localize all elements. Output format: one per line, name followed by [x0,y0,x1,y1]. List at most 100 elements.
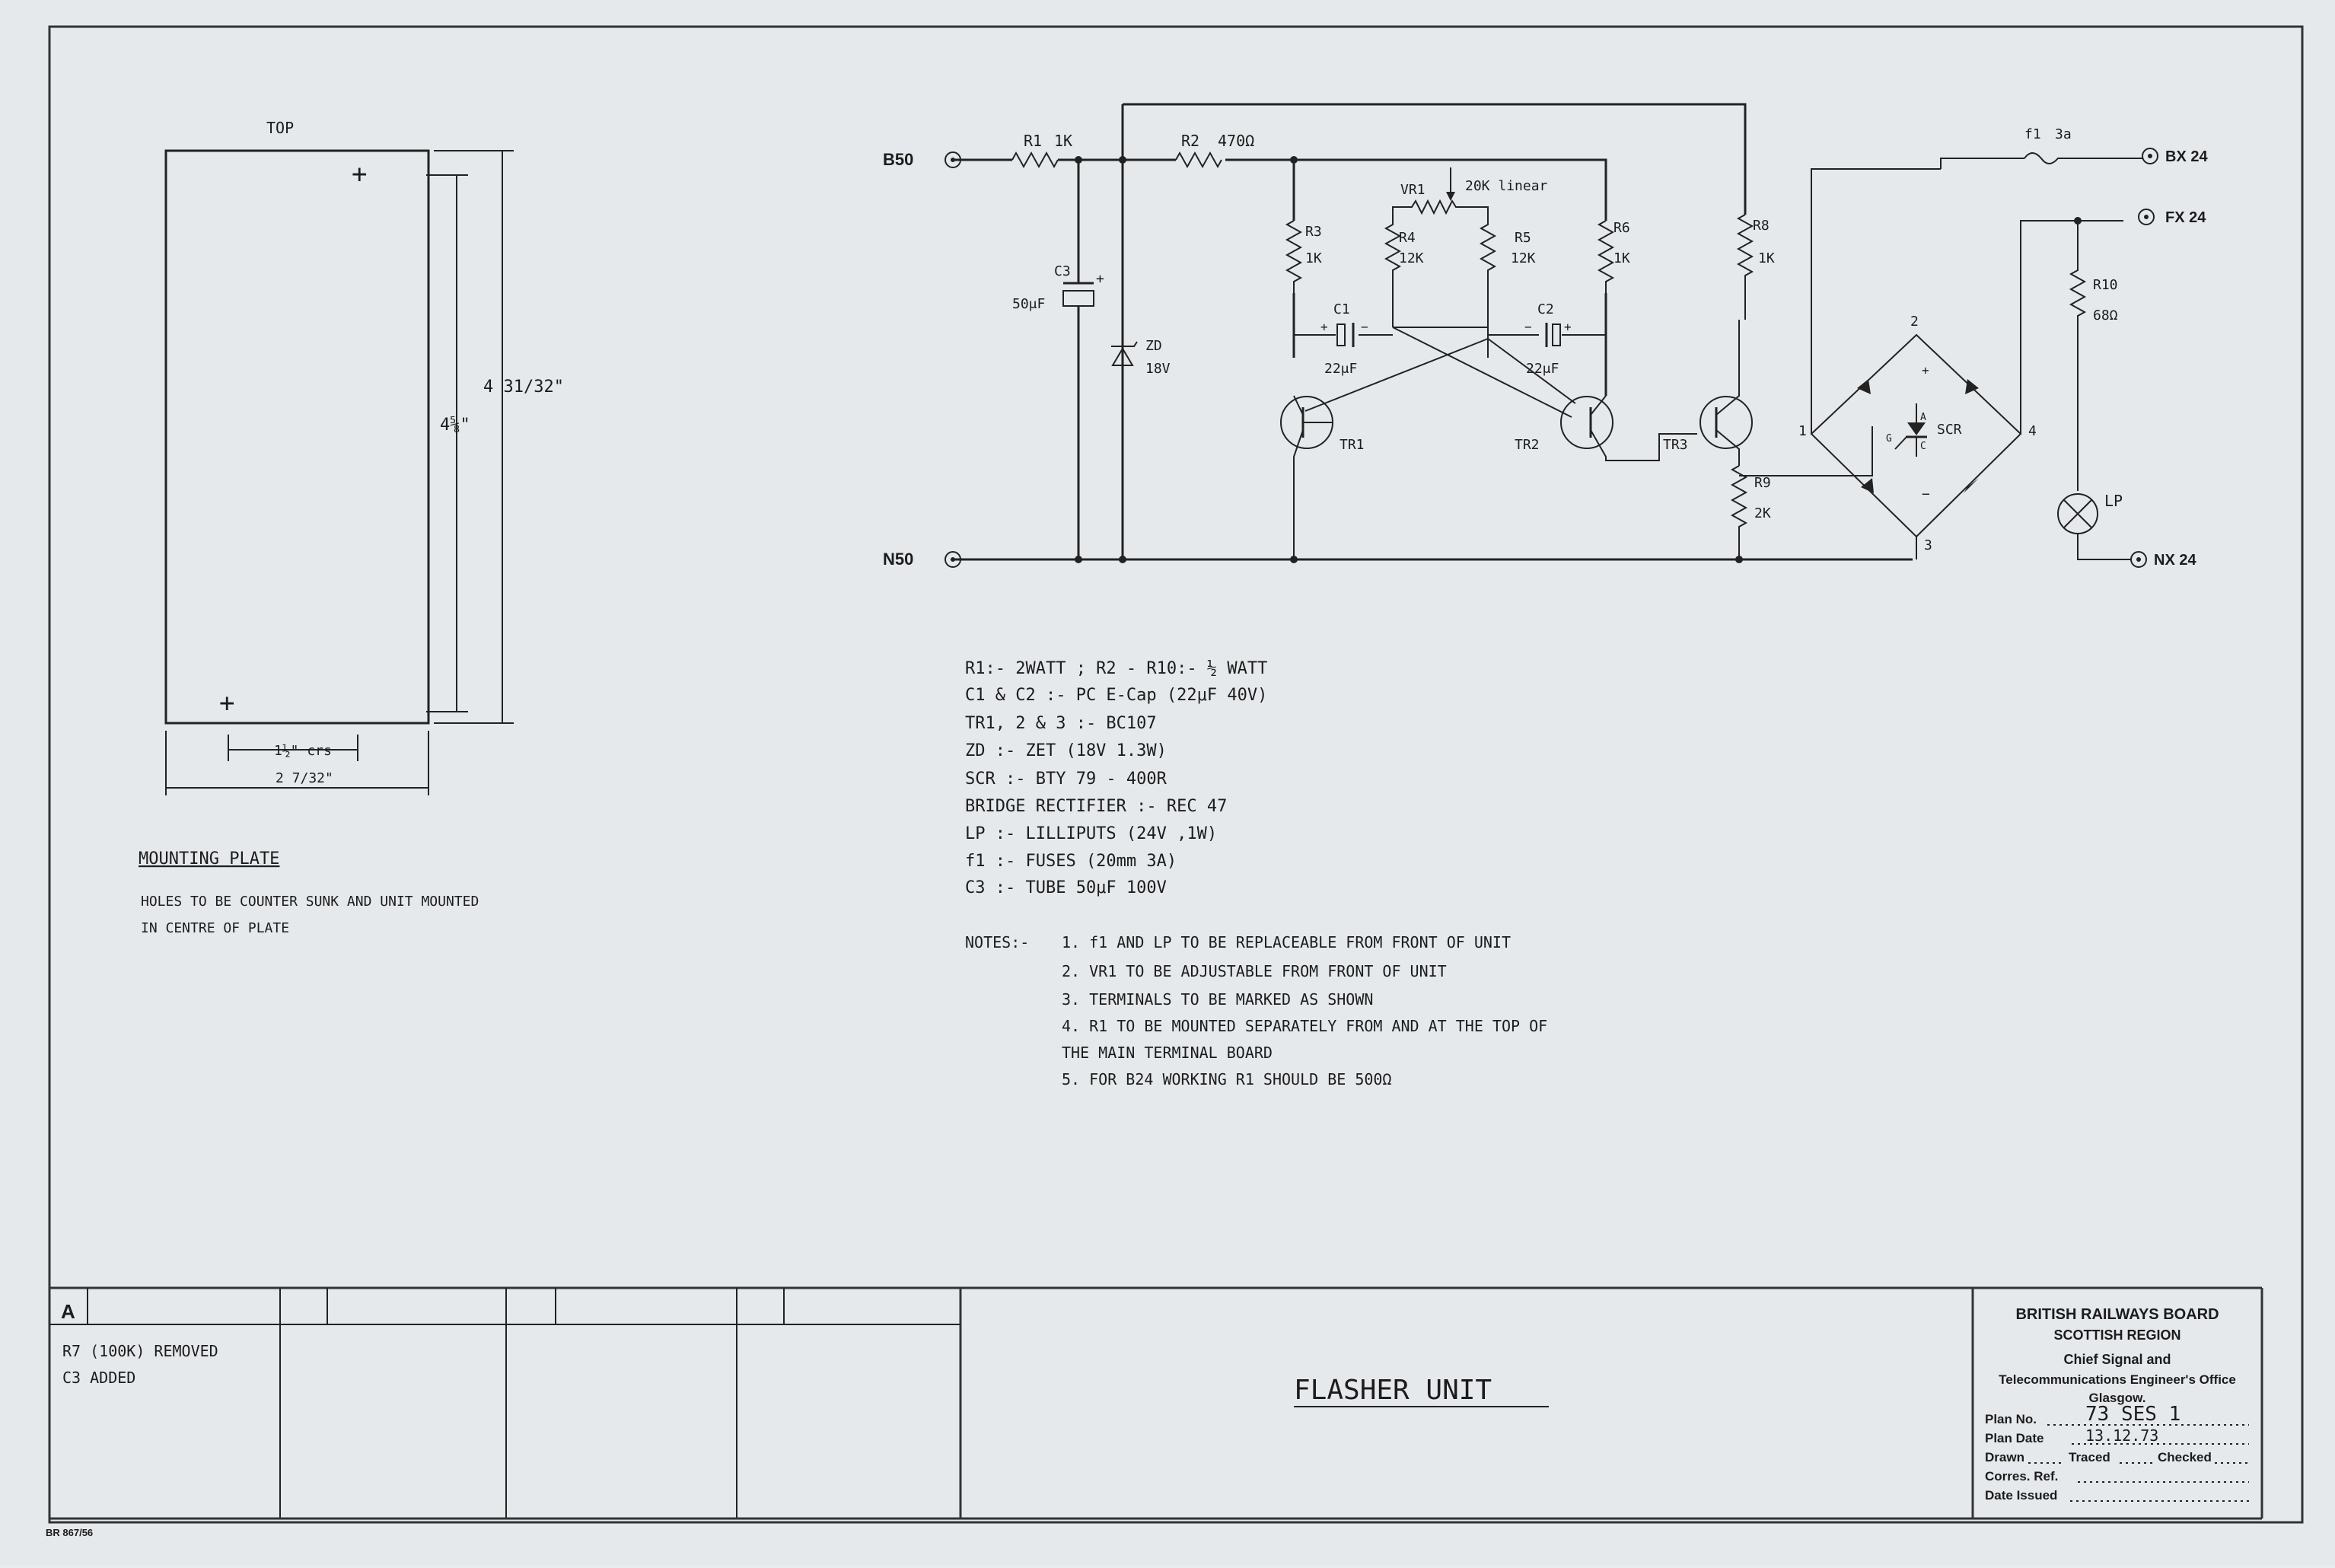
dim-height-outer: 4 31/32" [483,378,564,397]
svg-text:C3: C3 [1054,263,1071,279]
note-item: THE MAIN TERMINAL BOARD [1062,1044,1273,1062]
dim-hole-spacing: 1½" crs [274,743,332,759]
drawing-notes: NOTES:- 1. f1 AND LP TO BE REPLACEABLE F… [965,933,1547,1088]
dim-width: 2 7/32" [276,770,333,786]
dim-height-inner: 4⅝" [440,416,470,435]
component-specs: R1:- 2WATT ; R2 - R10:- ½ WATT C1 & C2 :… [965,659,1267,897]
zener-diode-zd: ZD 18V [1111,338,1171,377]
svg-text:1K: 1K [1613,250,1630,266]
svg-text:TR3: TR3 [1663,437,1688,453]
svg-text:3: 3 [1924,537,1932,553]
svg-text:SCR: SCR [1937,422,1962,438]
svg-text:f1: f1 [2024,126,2041,142]
svg-text:18V: 18V [1145,361,1171,377]
svg-text:B50: B50 [883,150,913,169]
resistor-r4: R4 12K [1384,213,1424,327]
resistor-r8: R8 1K [1736,214,1775,320]
svg-text:NX 24: NX 24 [2154,552,2196,569]
plan-date-label: Plan Date [1985,1431,2044,1445]
svg-text:VR1: VR1 [1400,182,1426,198]
title-block: BRITISH RAILWAYS BOARD SCOTTISH REGION C… [1985,1306,2249,1503]
svg-text:R9: R9 [1754,475,1771,491]
terminal-bx24: BX 24 [2142,148,2208,165]
spec-line: R1:- 2WATT ; R2 - R10:- ½ WATT [965,659,1267,678]
svg-text:C1: C1 [1333,301,1350,317]
potentiometer-vr1: VR1 20K linear [1392,167,1548,215]
spec-line: f1 :- FUSES (20mm 3A) [965,852,1177,871]
svg-text:1K: 1K [1305,250,1322,266]
resistor-r9: R9 2K [1730,426,1873,559]
resistor-r3: R3 1K [1285,220,1322,293]
spec-line: BRIDGE RECTIFIER :- REC 47 [965,797,1227,816]
svg-text:N50: N50 [883,550,913,569]
corres-ref-label: Corres. Ref. [1985,1469,2058,1484]
spec-line: LP :- LILLIPUTS (24V ,1W) [965,824,1217,843]
resistor-r6: R6 1K [1597,220,1630,293]
plan-no-value: 73 SES 1 [2085,1403,2181,1426]
date-issued-label: Date Issued [1985,1488,2057,1503]
svg-text:A: A [1920,412,1926,423]
spec-line: SCR :- BTY 79 - 400R [965,770,1168,789]
mounting-title: MOUNTING PLATE [139,849,279,868]
svg-text:+: + [1922,363,1929,378]
mounting-desc-2: IN CENTRE OF PLATE [141,920,289,936]
terminal-fx24: FX 24 [2138,209,2206,226]
fuse-f1: f1 3a [1940,126,2142,169]
svg-text:50μF: 50μF [1012,296,1045,312]
svg-text:4: 4 [2028,423,2037,439]
lamp-lp: LP [2057,492,2131,560]
svg-text:TR1: TR1 [1340,437,1365,453]
svg-text:22μF: 22μF [1526,361,1559,377]
svg-text:R1: R1 [1024,132,1042,150]
svg-text:20K linear: 20K linear [1465,178,1548,194]
plate-hole-top: + [352,159,367,190]
svg-text:R10: R10 [2093,277,2118,293]
plan-date-value: 13.12.73 [2085,1426,2158,1445]
svg-text:+: + [1320,320,1328,334]
capacitor-c1: + − C1 22μF [1294,301,1393,377]
svg-text:FX 24: FX 24 [2165,209,2206,226]
form-reference: BR 867/56 [46,1527,93,1538]
svg-text:ZD: ZD [1145,338,1162,354]
plate-outline [164,149,430,725]
svg-text:+: + [1564,320,1572,334]
resistor-r2: R2 470Ω [1175,132,1254,169]
scr-thyristor: A G C SCR [1886,403,1962,457]
notes-label: NOTES:- [965,933,1029,951]
svg-text:R5: R5 [1515,230,1531,246]
mounting-plate-drawing: TOP + + 4⅝" 4 31/32" 1½" crs 2 7/32" MOU… [139,119,564,936]
resistor-r1: R1 1K [1011,132,1072,169]
drawing-title-cell: FLASHER UNIT [1294,1375,1549,1407]
plate-hole-bottom: + [219,688,234,719]
bottom-strip [49,1286,2263,1520]
svg-text:−: − [1524,320,1532,334]
revision-line-1: R7 (100K) REMOVED [62,1342,218,1360]
svg-text:TR2: TR2 [1515,437,1540,453]
traced-label: Traced [2069,1450,2110,1464]
svg-text:1K: 1K [1054,132,1072,150]
office-line-3: Glasgow. [2089,1391,2146,1405]
terminal-b50: B50 [883,150,961,169]
resistor-r10: R10 68Ω [2069,221,2118,491]
svg-text:R3: R3 [1305,224,1322,240]
svg-text:R6: R6 [1613,220,1630,236]
svg-text:68Ω: 68Ω [2093,308,2118,323]
spec-line: C1 & C2 :- PC E-Cap (22μF 40V) [965,686,1267,705]
svg-text:470Ω: 470Ω [1218,132,1254,150]
bridge-rectifier: 1 2 3 4 + − [1798,168,2123,559]
svg-text:+: + [1096,271,1104,287]
svg-text:2: 2 [1910,314,1919,330]
svg-text:3a: 3a [2055,126,2072,142]
svg-text:C: C [1920,441,1926,452]
svg-text:1: 1 [1798,423,1807,439]
svg-text:−: − [1922,486,1930,502]
svg-text:1K: 1K [1758,250,1775,266]
office-line-1: Chief Signal and [2063,1352,2171,1367]
drawn-label: Drawn [1985,1450,2024,1464]
flasher-circuit: B50 N50 R1 1K R2 470Ω + C3 50μF [883,103,2208,569]
svg-text:2K: 2K [1754,505,1771,521]
office-line-2: Telecommunications Engineer's Office [1999,1372,2236,1387]
transistor-tr2: TR2 [1515,395,1697,461]
org-name: BRITISH RAILWAYS BOARD [2015,1306,2219,1323]
